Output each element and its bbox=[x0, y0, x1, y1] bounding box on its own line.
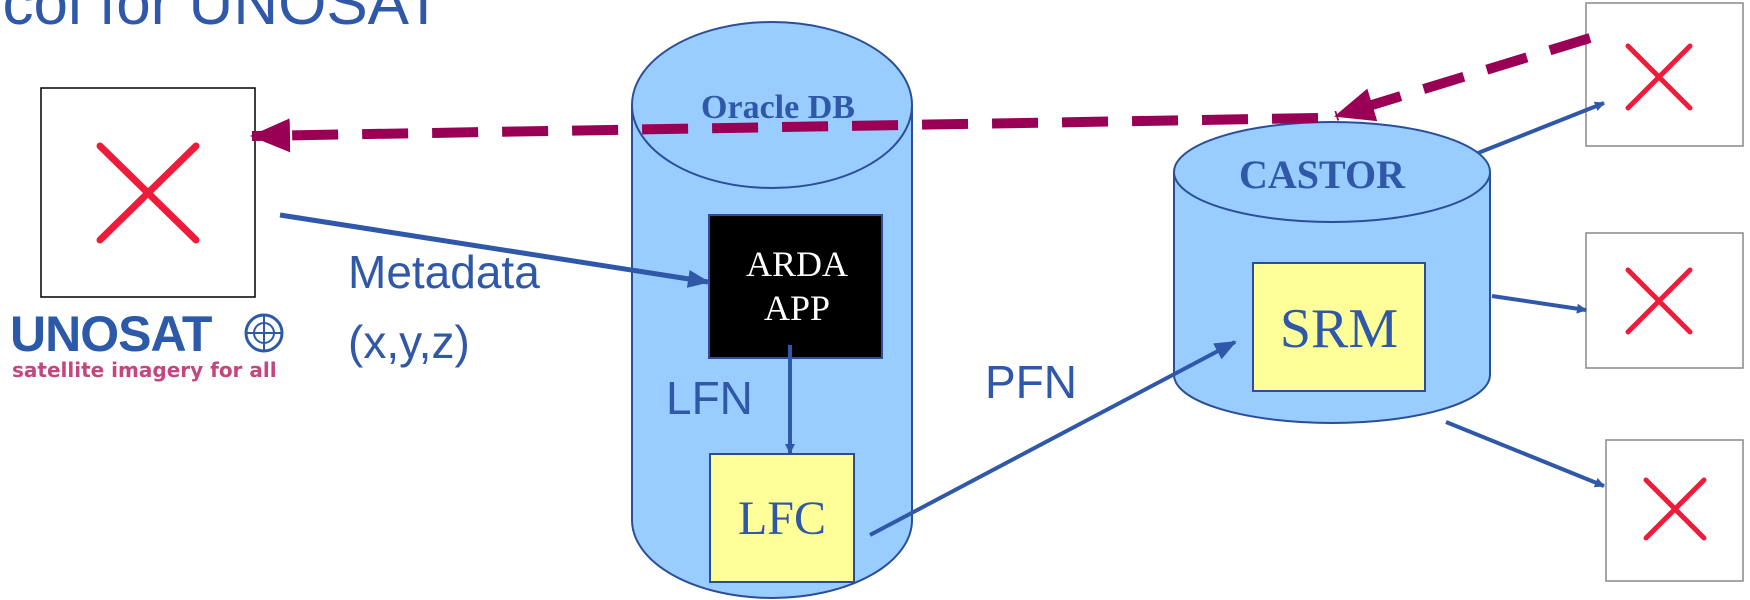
unosat-logo-wordmark: UNOSAT bbox=[10, 306, 212, 362]
pfn-arrow bbox=[869, 340, 1237, 537]
pfn-label: PFN bbox=[985, 356, 1077, 408]
slide-title: ocol for UNOSAT bbox=[0, 0, 442, 38]
arda-app-label-line1: ARDA bbox=[746, 244, 848, 284]
red-x-icon bbox=[1625, 267, 1693, 335]
lfc-box bbox=[709, 453, 855, 583]
red-x-icon bbox=[1643, 477, 1707, 541]
arda-app-label-line2: APP bbox=[764, 288, 830, 328]
unosat-logo: UNOSAT satellite imagery for all bbox=[10, 305, 285, 385]
metadata-arrow bbox=[279, 212, 710, 288]
metadata-label-line1: Metadata bbox=[348, 246, 540, 298]
replicate-arrow-middle bbox=[1491, 294, 1587, 314]
red-x-icon bbox=[96, 142, 200, 244]
replicate-arrow-bottom bbox=[1445, 420, 1605, 488]
srm-box bbox=[1252, 262, 1426, 392]
replica-box-middle bbox=[1585, 232, 1744, 369]
unosat-logo-tagline: satellite imagery for all bbox=[12, 358, 277, 382]
lfc-label: LFC bbox=[738, 492, 826, 545]
replica-box-top bbox=[1585, 2, 1744, 147]
castor-label: CASTOR bbox=[1239, 152, 1406, 197]
oracle-db-label: Oracle DB bbox=[701, 89, 855, 126]
metadata-label-line2: (x,y,z) bbox=[348, 316, 470, 368]
srm-label: SRM bbox=[1280, 298, 1398, 360]
red-x-icon bbox=[1625, 43, 1693, 111]
un-emblem-icon bbox=[244, 313, 284, 353]
lfn-label: LFN bbox=[666, 372, 753, 424]
dashed-return-arrow-to-castor bbox=[1334, 33, 1592, 122]
replicate-arrow-top bbox=[1477, 101, 1605, 155]
dashed-return-arrow-to-source bbox=[250, 113, 1319, 153]
arda-app-box bbox=[708, 214, 883, 359]
